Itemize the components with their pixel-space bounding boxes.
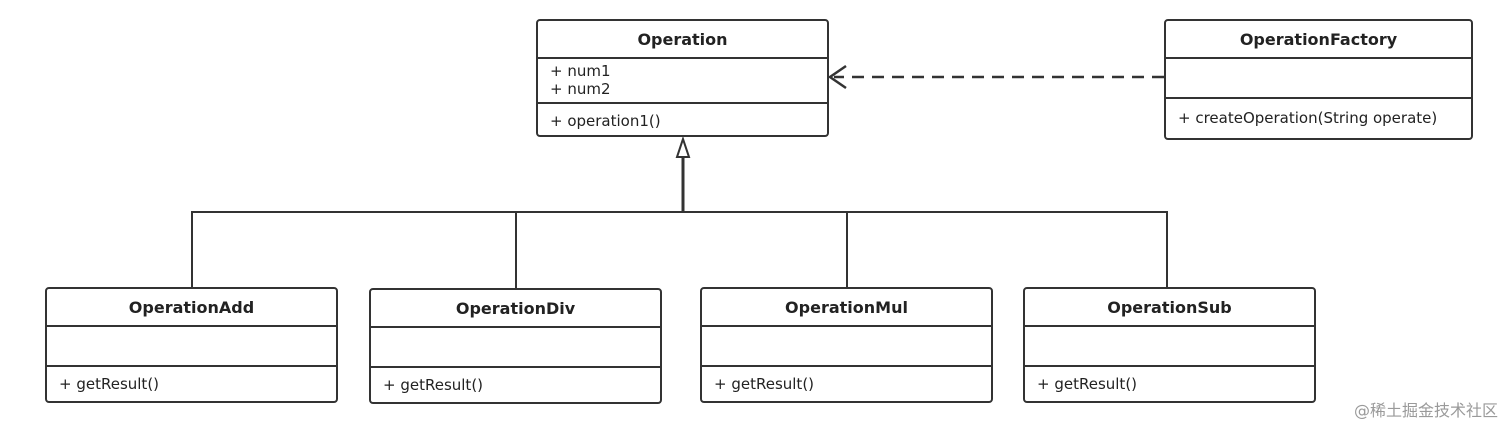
watermark: @稀土掘金技术社区 — [1353, 401, 1498, 420]
method-row: + getResult() — [59, 375, 160, 393]
class-operation-sub-attributes — [1025, 327, 1314, 367]
class-operation-attributes: + num1 + num2 — [538, 59, 827, 104]
method-row: + getResult() — [714, 375, 815, 393]
class-operation-name: Operation — [538, 21, 827, 59]
class-operation-mul-attributes — [702, 327, 991, 367]
dependency-arrowhead — [827, 64, 847, 90]
class-operation-div-attributes — [371, 328, 660, 368]
class-operation-sub-methods: + getResult() — [1025, 367, 1314, 401]
class-operation-methods: + operation1() — [538, 104, 827, 138]
class-operation-sub[interactable]: OperationSub + getResult() — [1023, 287, 1316, 403]
class-operation-factory-attributes — [1166, 59, 1471, 99]
class-operation-factory-name: OperationFactory — [1166, 21, 1471, 59]
class-operation-div[interactable]: OperationDiv + getResult() — [369, 288, 662, 404]
class-operation-mul-methods: + getResult() — [702, 367, 991, 401]
generalization-arrowhead — [675, 135, 691, 158]
method-row: + getResult() — [1037, 375, 1138, 393]
class-operation-sub-name: OperationSub — [1025, 289, 1314, 327]
class-operation-factory-methods: + createOperation(String operate) — [1166, 99, 1471, 137]
class-operation-mul[interactable]: OperationMul + getResult() — [700, 287, 993, 403]
method-row: + operation1() — [550, 112, 661, 130]
class-operation-add-attributes — [47, 327, 336, 367]
method-row: + createOperation(String operate) — [1178, 109, 1438, 127]
class-operation-add[interactable]: OperationAdd + getResult() — [45, 287, 338, 403]
attribute-row: + num1 — [550, 62, 611, 80]
class-operation-mul-name: OperationMul — [702, 289, 991, 327]
method-row: + getResult() — [383, 376, 484, 394]
class-operation-div-methods: + getResult() — [371, 368, 660, 402]
class-operation-add-methods: + getResult() — [47, 367, 336, 401]
class-operation-add-name: OperationAdd — [47, 289, 336, 327]
class-operation-div-name: OperationDiv — [371, 290, 660, 328]
attribute-row: + num2 — [550, 80, 611, 98]
class-operation[interactable]: Operation + num1 + num2 + operation1() — [536, 19, 829, 137]
class-operation-factory[interactable]: OperationFactory + createOperation(Strin… — [1164, 19, 1473, 140]
